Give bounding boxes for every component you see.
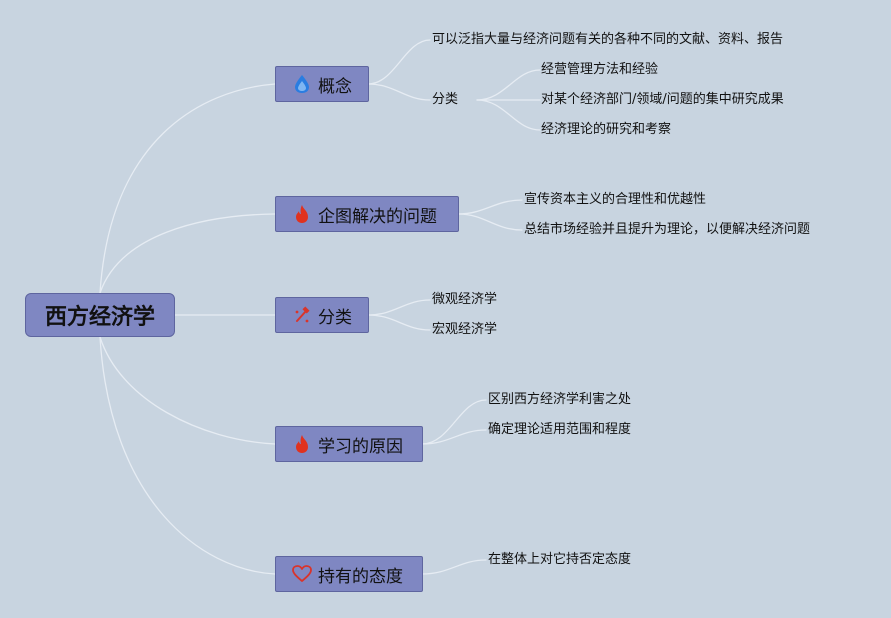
branch-classification[interactable]: 分类: [275, 297, 369, 333]
classification-item: 宏观经济学: [432, 322, 498, 337]
link-problems-item1: [457, 199, 523, 215]
link-root-concept: [99, 83, 276, 294]
branch-attitude[interactable]: 持有的态度: [275, 556, 423, 592]
link-concept-classify: [367, 83, 431, 101]
branch-label: 学习的原因: [318, 436, 403, 457]
water-drop-icon: [292, 74, 312, 94]
classify-sub-item: 对某个经济部门/领域/问题的集中研究成果: [541, 92, 784, 107]
branch-label: 持有的态度: [318, 566, 403, 587]
link-concept-definition: [367, 39, 431, 85]
classify-sub-item: 经营管理方法和经验: [541, 62, 659, 77]
branch-concept[interactable]: 概念: [275, 66, 369, 102]
branch-reasons[interactable]: 学习的原因: [275, 426, 423, 462]
fire-icon: [292, 434, 312, 454]
hammer-icon: [292, 305, 312, 325]
reasons-item: 区别西方经济学利害之处: [488, 392, 632, 407]
problems-item: 宣传资本主义的合理性和优越性: [524, 192, 707, 207]
reasons-item: 确定理论适用范围和程度: [488, 422, 632, 437]
link-classify-sub1: [476, 69, 541, 101]
classification-item: 微观经济学: [432, 292, 498, 307]
root-node[interactable]: 西方经济学: [25, 293, 175, 337]
branch-label: 企图解决的问题: [318, 206, 437, 227]
branch-label: 分类: [318, 307, 352, 328]
link-root-problems: [99, 213, 276, 294]
link-class-macro: [367, 314, 431, 331]
concept-classify-label: 分类: [432, 92, 459, 107]
link-reasons-item2: [421, 429, 487, 445]
heart-icon: [292, 564, 312, 584]
link-reasons-item1: [421, 399, 487, 445]
branch-problems[interactable]: 企图解决的问题: [275, 196, 459, 232]
problems-item: 总结市场经验并且提升为理论，以便解决经济问题: [524, 222, 811, 237]
fire-icon: [292, 204, 312, 224]
link-classify-sub3: [476, 99, 541, 131]
link-problems-item2: [457, 213, 523, 231]
root-label: 西方经济学: [44, 305, 155, 330]
branch-label: 概念: [318, 76, 352, 97]
link-root-attitude: [99, 336, 276, 575]
link-attitude-item1: [421, 559, 487, 575]
concept-definition: 可以泛指大量与经济问题有关的各种不同的文献、资料、报告: [432, 32, 784, 47]
link-root-reasons: [99, 336, 276, 445]
classify-sub-item: 经济理论的研究和考察: [541, 122, 672, 137]
link-class-micro: [367, 299, 431, 316]
attitude-item: 在整体上对它持否定态度: [488, 552, 632, 567]
